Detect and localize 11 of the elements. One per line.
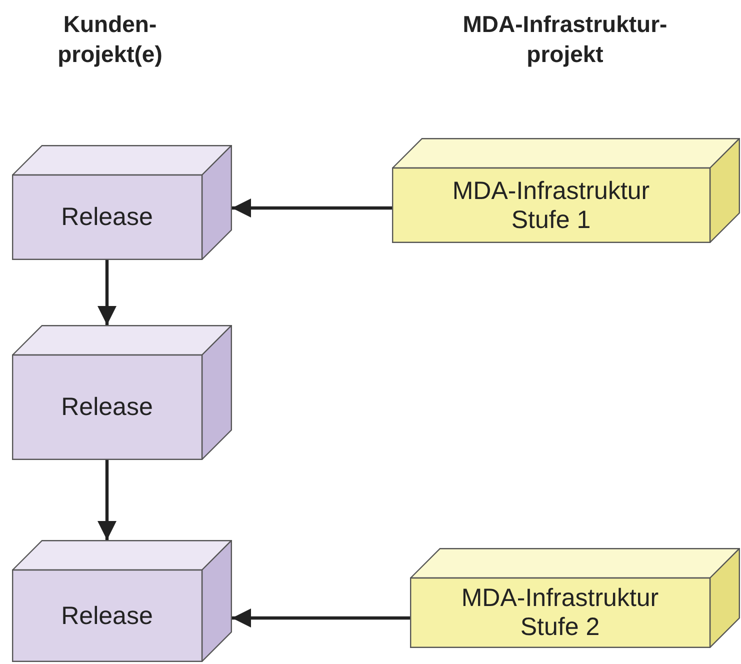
arrow (232, 608, 410, 628)
arrow (232, 198, 392, 218)
block-label: Release (61, 203, 153, 232)
arrow (97, 260, 117, 325)
block-label: Release (61, 602, 153, 630)
column-heading: MDA-Infrastruktur- projekt (462, 10, 668, 69)
block-label: MDA-Infrastruktur Stufe 2 (460, 584, 660, 642)
arrow (97, 460, 117, 540)
block-label: MDA-Infrastruktur Stufe 1 (451, 176, 651, 234)
column-heading: Kunden- projekt(e) (56, 10, 164, 69)
block-label: Release (61, 393, 153, 422)
